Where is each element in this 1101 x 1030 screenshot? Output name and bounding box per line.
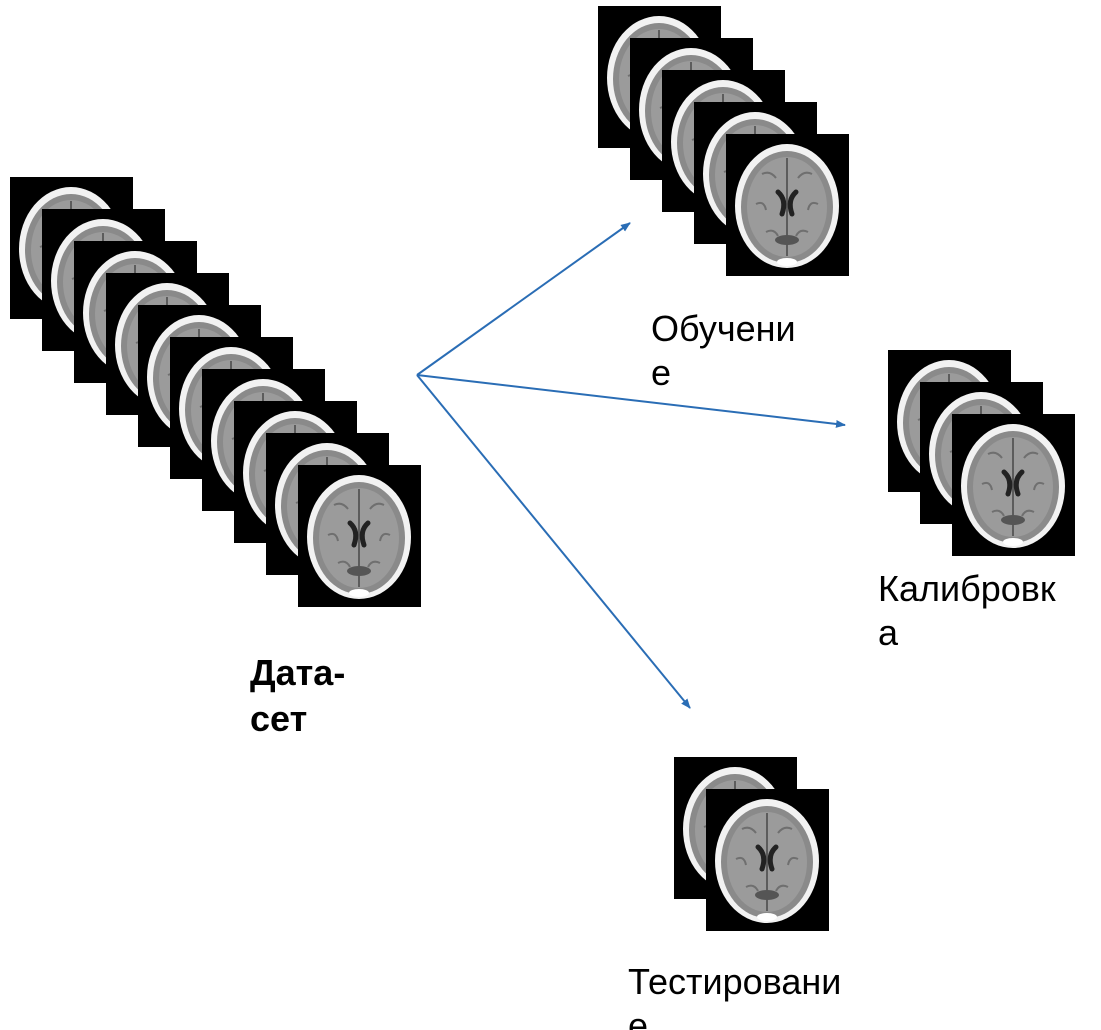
training-label: Обучени е xyxy=(651,308,796,393)
dataset-label: Дата- сет xyxy=(250,652,346,739)
brain-ct-slice-icon xyxy=(298,465,421,607)
brain-ct-slice-icon xyxy=(952,414,1075,556)
calibration-label: Калибровк а xyxy=(878,568,1056,653)
testing-label: Тестировани е xyxy=(628,961,842,1030)
arrow-to-testing xyxy=(416,374,691,709)
brain-ct-slice-icon xyxy=(706,789,829,931)
arrow-to-calibration xyxy=(416,374,846,428)
brain-ct-slice-icon xyxy=(726,134,849,276)
arrow-to-training xyxy=(416,222,631,376)
